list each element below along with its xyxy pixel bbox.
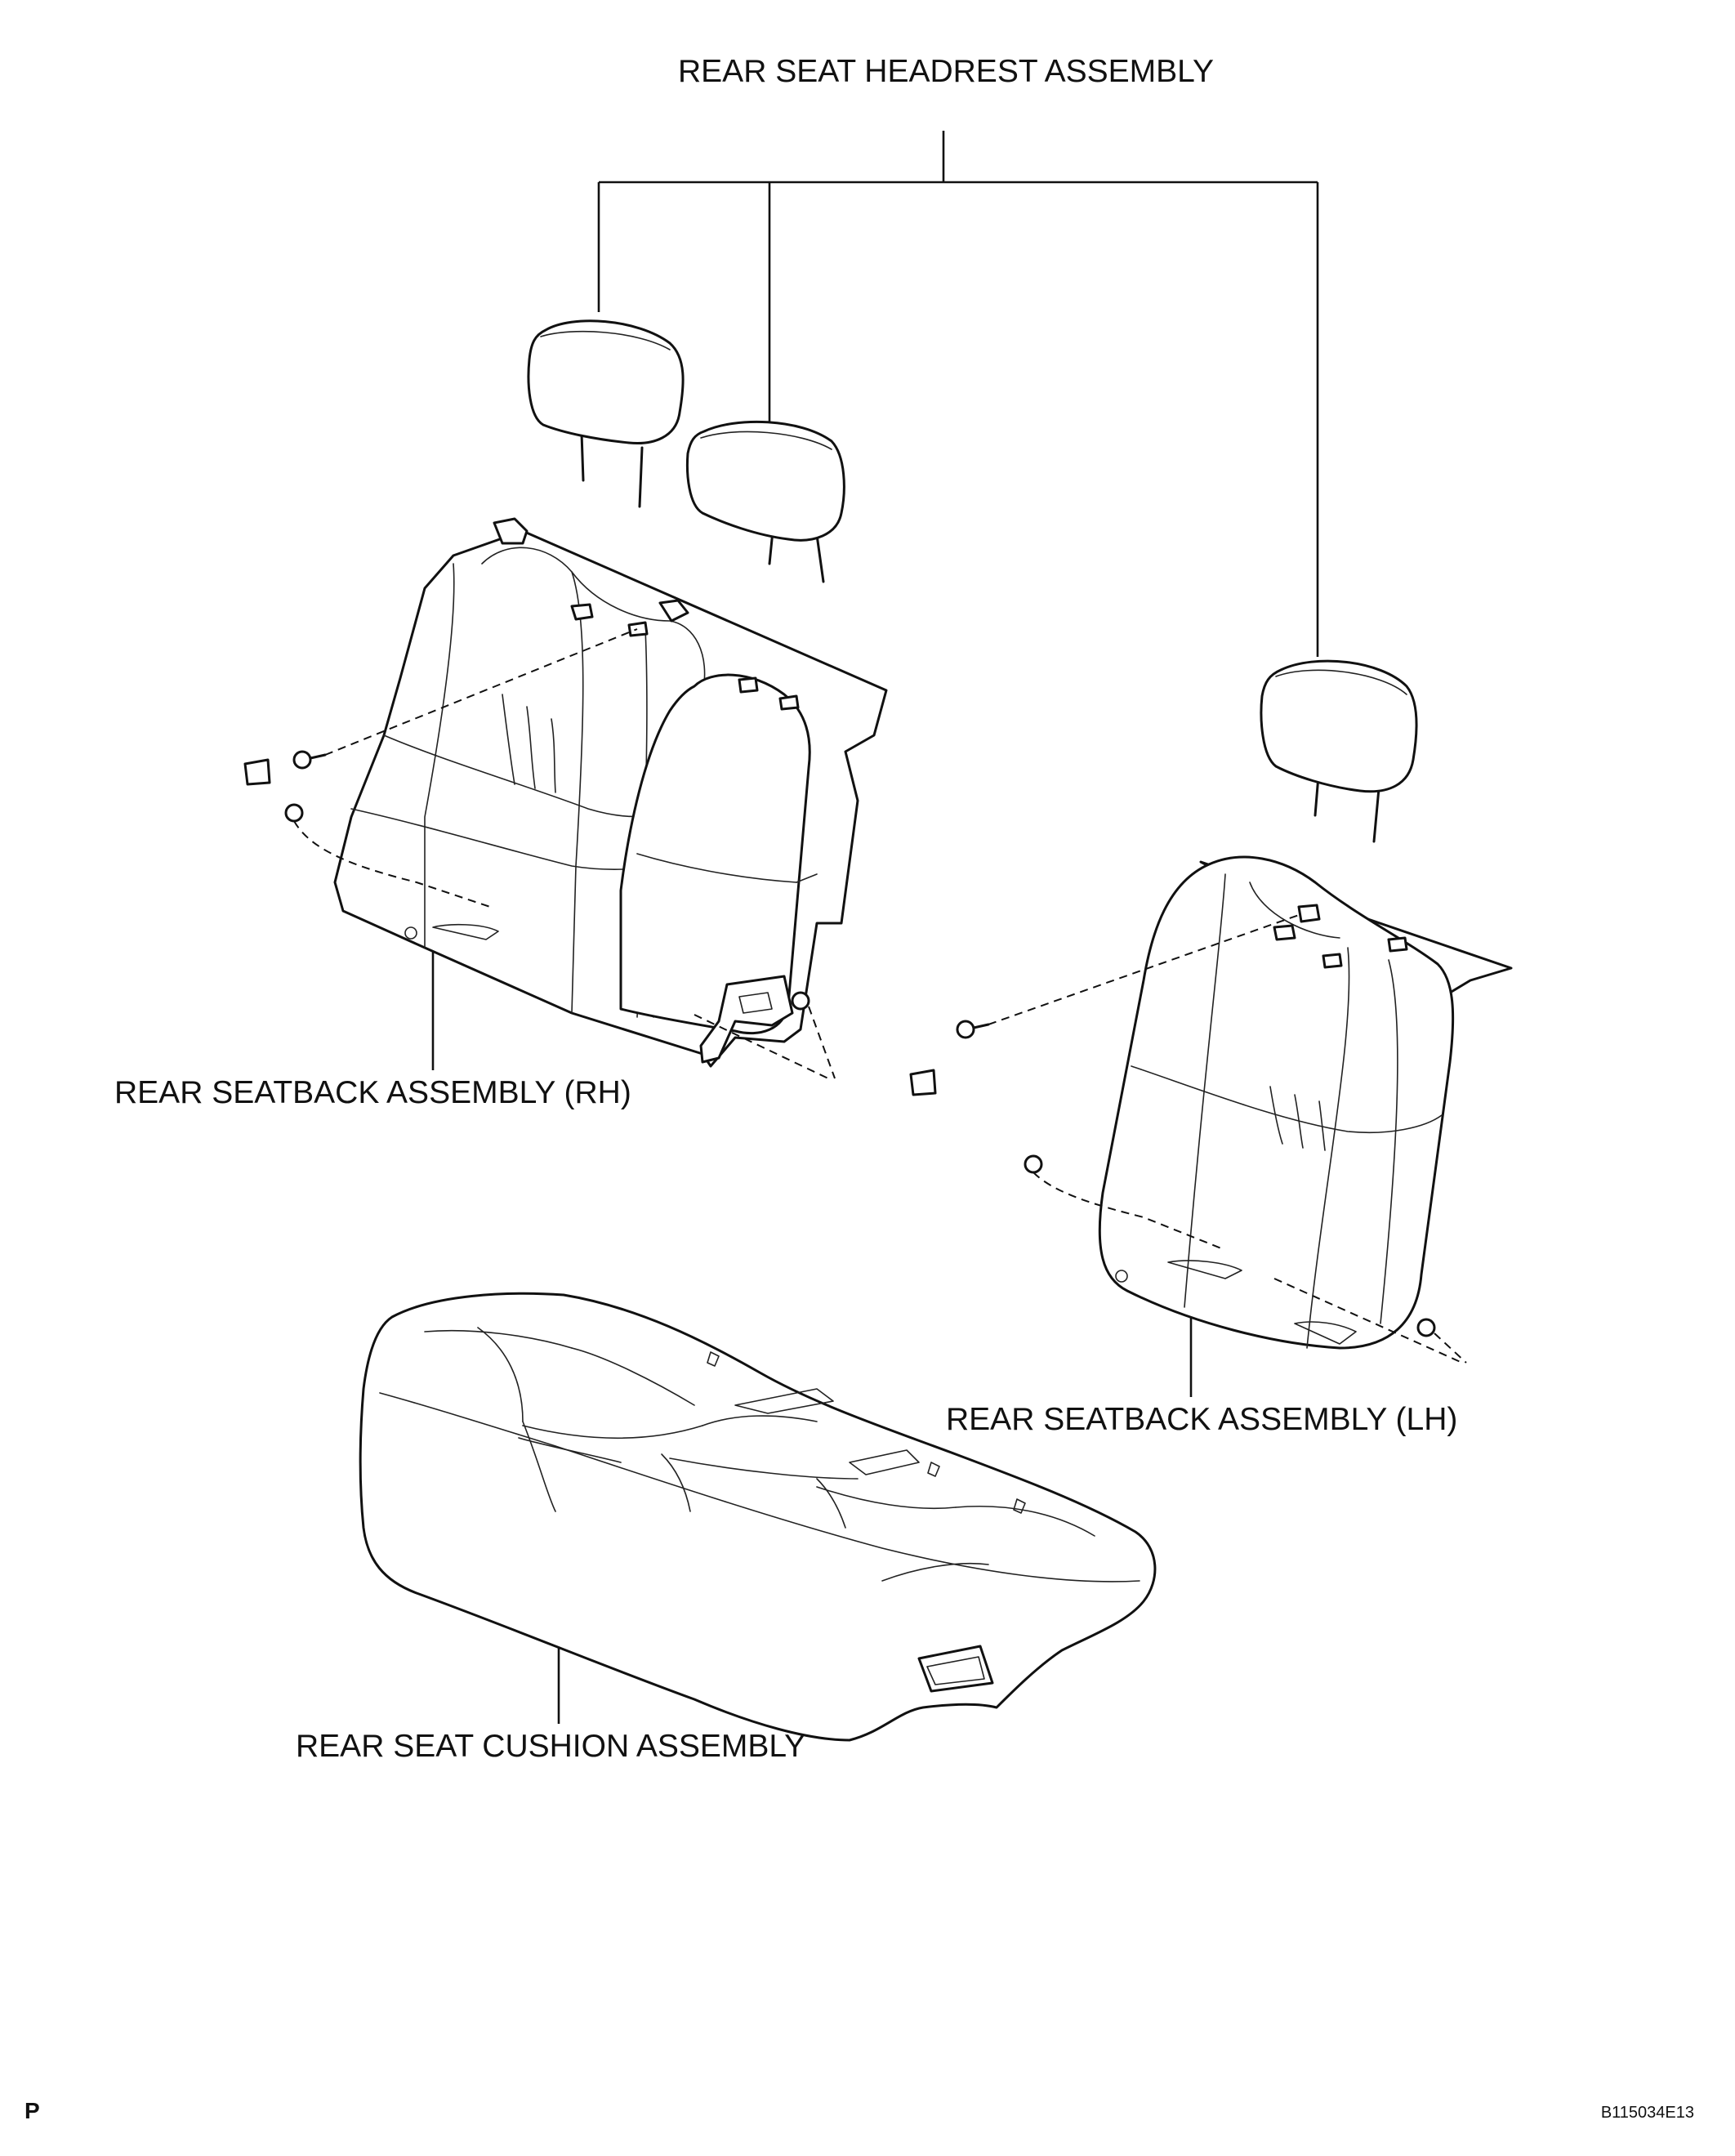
seatback-lh-label: REAR SEATBACK ASSEMBLY (LH)	[946, 1402, 1458, 1437]
seatback-rh-fasteners	[243, 628, 836, 1081]
seatback-lh-fasteners	[909, 914, 1467, 1364]
figure-code: B115034E13	[1600, 2104, 1694, 2122]
seatback-lh	[1098, 855, 1513, 1350]
headrest-assembly-label: REAR SEAT HEADREST ASSEMBLY	[678, 54, 1214, 89]
headrest-3	[1260, 659, 1418, 843]
cushion-assembly-label: REAR SEAT CUSHION ASSEMBLY	[296, 1729, 806, 1764]
seatback-rh	[333, 517, 888, 1068]
headrest-2	[685, 420, 845, 583]
seat-cushion	[359, 1292, 1157, 1742]
page-mark: P	[25, 2098, 40, 2123]
headrest-1	[527, 319, 685, 508]
headrest-leader-lines	[597, 131, 1319, 657]
seatback-rh-label: REAR SEATBACK ASSEMBLY (RH)	[114, 1075, 631, 1110]
